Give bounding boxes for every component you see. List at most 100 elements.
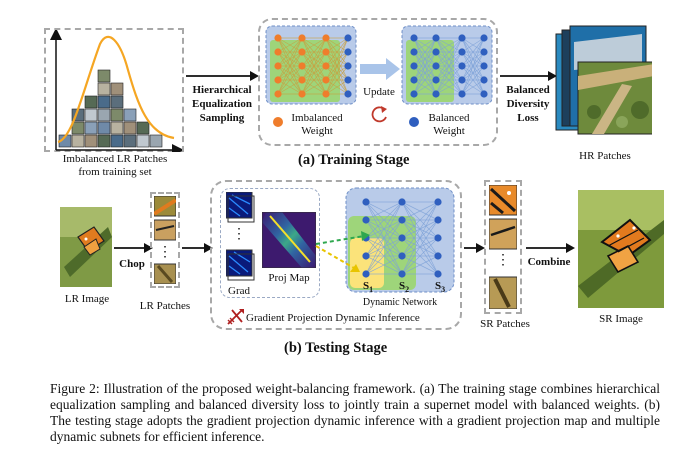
- patch-tile: [97, 82, 111, 96]
- network-node: [480, 34, 488, 42]
- network-node: [410, 48, 418, 56]
- patch-tile: [97, 121, 111, 135]
- network-edge: [365, 219, 403, 275]
- network-edge: [277, 37, 303, 53]
- network-node: [322, 48, 330, 56]
- cycle-arrow-icon: [371, 106, 387, 123]
- network-node: [480, 90, 488, 98]
- patch-tile: [110, 82, 124, 96]
- network-edge: [435, 79, 463, 95]
- network-edge: [365, 201, 403, 275]
- gradient-projection-icon: [227, 309, 244, 325]
- network-node: [410, 90, 418, 98]
- update-label: Update: [363, 86, 395, 98]
- network-edge: [277, 51, 303, 95]
- figure-caption: Figure 2: Illustration of the proposed w…: [50, 381, 660, 444]
- patch-tile: [110, 108, 124, 122]
- sr-patches: [489, 185, 517, 309]
- network-edge: [301, 37, 327, 53]
- network-node: [398, 270, 406, 278]
- network-edge: [325, 37, 349, 95]
- chop-arrow: [114, 243, 153, 253]
- network-edge: [325, 51, 349, 95]
- grad-label: Grad: [228, 285, 250, 297]
- network-edge: [435, 37, 463, 53]
- network-node: [362, 216, 370, 224]
- network-edge: [301, 79, 327, 95]
- training-patches-box: [44, 28, 184, 152]
- network-node: [458, 62, 466, 70]
- network-edge: [401, 201, 439, 239]
- network-edge: [301, 37, 327, 67]
- network-node: [362, 252, 370, 260]
- network-edge: [325, 65, 349, 95]
- network-node: [344, 76, 352, 84]
- imbalanced-weight-label-line2: Weight: [301, 125, 333, 137]
- network-edge: [277, 37, 303, 67]
- network-node: [434, 216, 442, 224]
- sampling-label-line1: Hierarchical: [192, 84, 252, 96]
- network-edge: [365, 201, 403, 221]
- patch-tile: [110, 121, 124, 135]
- network-node: [458, 48, 466, 56]
- network-node: [432, 62, 440, 70]
- lr-patches-label: LR Patches: [139, 300, 191, 312]
- patch-tile: [97, 95, 111, 109]
- update-arrow: [360, 58, 400, 80]
- proj-map-label: Proj Map: [268, 272, 310, 284]
- network-edge: [461, 65, 485, 95]
- network-node: [298, 62, 306, 70]
- balanced-network: [401, 25, 493, 105]
- network-edge: [435, 37, 463, 67]
- supernet-box: [258, 18, 498, 146]
- network-node: [432, 76, 440, 84]
- patch-tile: [110, 134, 124, 148]
- network-node: [410, 62, 418, 70]
- network-node: [274, 90, 282, 98]
- hr-patches-image: [555, 25, 652, 135]
- sr-patches-box: [484, 180, 522, 314]
- network-node: [298, 90, 306, 98]
- dynamic-inference-box: [210, 180, 462, 330]
- network-node: [434, 270, 442, 278]
- patch-tile: [84, 108, 98, 122]
- network-edge: [413, 37, 437, 95]
- network-edge: [435, 37, 463, 95]
- patch-tile: [84, 95, 98, 109]
- lr-image-label: LR Image: [64, 293, 110, 305]
- network-node: [274, 34, 282, 42]
- patch-tile: [71, 134, 85, 148]
- patch-tile: [136, 134, 150, 148]
- network-node: [434, 234, 442, 242]
- network-edge: [461, 37, 485, 81]
- network-node: [434, 198, 442, 206]
- loss-label-line1: Balanced: [506, 84, 550, 96]
- combine-label: Combine: [527, 256, 571, 268]
- network-node: [298, 76, 306, 84]
- network-node: [410, 34, 418, 42]
- loss-arrow: [500, 71, 557, 81]
- sampling-label-line3: Sampling: [199, 112, 245, 124]
- lr-patches-box: [150, 192, 180, 288]
- network-node: [480, 76, 488, 84]
- imbalanced-network: [265, 25, 357, 105]
- training-patches-label-line1: Imbalanced LR Patches: [62, 153, 168, 165]
- network-node: [458, 76, 466, 84]
- network-node: [322, 34, 330, 42]
- feed-arrow: [182, 243, 213, 253]
- lr-patches-dots: ⋮: [158, 245, 172, 260]
- network-node: [274, 76, 282, 84]
- network-edge: [365, 201, 403, 257]
- network-edge: [401, 201, 439, 275]
- network-node: [432, 48, 440, 56]
- orange-node-icon: [273, 117, 283, 127]
- network-node: [432, 34, 440, 42]
- sampling-label-line2: Equalization: [192, 98, 252, 110]
- lr-patches: [154, 196, 176, 284]
- training-patches-label-line2: from training set: [78, 166, 152, 178]
- network-node: [398, 252, 406, 260]
- network-edge: [461, 79, 485, 95]
- patch-tile: [84, 134, 98, 148]
- network-node: [458, 34, 466, 42]
- imbalanced-weight-label-line1: Imbalanced: [291, 112, 343, 124]
